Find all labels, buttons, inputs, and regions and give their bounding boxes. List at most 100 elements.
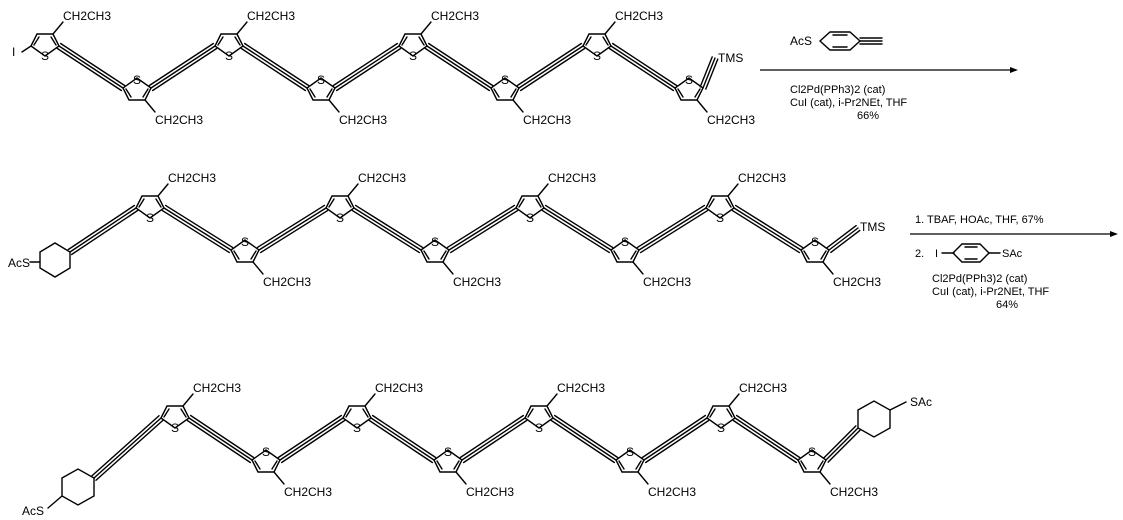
alkyne-bond: [354, 204, 424, 249]
alkyne-bond: [608, 47, 675, 92]
ethyl-label: CH2CH3: [643, 275, 691, 289]
reaction-2-yield: 64%: [996, 299, 1018, 311]
thiophene-outline: [306, 77, 336, 101]
ethyl-bond: [546, 393, 558, 407]
alkyne-bond: [705, 58, 719, 90]
ethyl-label: CH2CH3: [548, 171, 596, 185]
alkyne-bond: [332, 42, 399, 87]
alkyne-bond: [67, 204, 136, 251]
ethyl-bond: [252, 261, 264, 275]
ethyl-label: CH2CH3: [63, 9, 111, 23]
ring-double-bond: [423, 250, 430, 260]
ring-double-bond: [585, 36, 592, 46]
ethyl-label: CH2CH3: [830, 485, 878, 499]
alkyne-bond: [449, 209, 519, 254]
alkyne-bond: [732, 419, 798, 464]
thiophene-ring: S CH2CH3: [490, 73, 571, 127]
ring-double-bond: [817, 460, 824, 470]
alkyne-bond: [279, 417, 344, 461]
ring-double-bond: [618, 460, 625, 470]
thiophene-outline: [325, 195, 355, 219]
thiophene-outline: [398, 33, 428, 57]
sulfur-label: S: [317, 73, 325, 87]
ring-double-bond: [493, 88, 500, 98]
thiophene-ring: S CH2CH3: [706, 381, 787, 435]
acs-label-row3: AcS: [22, 504, 44, 518]
reaction-2-conditions: CuI (cat), i-Pr2NEt, THF: [932, 286, 1049, 298]
alkyne-bond: [95, 419, 164, 481]
reaction-2-sac-label: SAc: [1002, 248, 1023, 260]
thiophene-outline: [490, 77, 520, 101]
ring-double-bond: [328, 198, 335, 208]
ring-double-bond: [635, 460, 642, 470]
alkyne-bond: [370, 417, 435, 461]
ethyl-bond: [537, 183, 549, 197]
alkyne-bond: [259, 209, 329, 254]
reaction-2: 1. TBAF, HOAc, THF, 67% 2. I SAc Cl2Pd(P…: [910, 214, 1118, 311]
ring-double-bond: [345, 198, 352, 208]
ethyl-label: CH2CH3: [168, 171, 216, 185]
ring-double-bond: [677, 88, 684, 98]
sulfur-label: S: [501, 73, 509, 87]
alkyne-bond: [91, 415, 160, 477]
sac-label-row3: SAc: [910, 395, 932, 409]
alkyne-bond: [446, 204, 516, 249]
alkyne-bond: [56, 47, 123, 92]
alkyne-bond: [258, 207, 327, 251]
reaction-1-reagent-ring: [818, 31, 862, 51]
ethyl-bond: [512, 99, 524, 113]
alkyne-bond: [734, 204, 804, 249]
ring-double-bond: [50, 36, 57, 46]
sulfur-label: S: [241, 235, 249, 249]
sulfur-label: S: [593, 49, 601, 63]
alkyne-bond: [553, 414, 619, 459]
alkyne-bond: [544, 204, 614, 249]
alkyne-bond: [151, 47, 218, 92]
alkyne-bond: [70, 209, 139, 256]
ring-double-bond: [234, 36, 241, 46]
thiophene-outline: [230, 239, 260, 263]
alkyne-bond: [427, 42, 494, 87]
alkyne-bond: [424, 47, 491, 92]
alkyne-bond: [610, 45, 676, 89]
thiophene-outline: [342, 405, 372, 429]
ring-double-bond: [820, 250, 827, 260]
ethyl-label: CH2CH3: [523, 113, 571, 127]
ring-double-bond: [138, 198, 145, 208]
ring-double-bond: [518, 198, 525, 208]
ring-double-bond: [726, 408, 733, 418]
ethyl-bond: [728, 393, 740, 407]
alkyne-bond: [186, 419, 252, 464]
sulfur-label: S: [717, 421, 725, 435]
ring-double-bond: [694, 88, 701, 98]
alkyne-bond: [69, 207, 137, 253]
reaction-2-step-1: 1. TBAF, HOAc, THF, 67%: [915, 214, 1044, 226]
ethyl-label: CH2CH3: [739, 381, 787, 395]
sulfur-label: S: [262, 445, 270, 459]
alkyne-bond: [639, 209, 709, 254]
alkyne-bond: [256, 204, 326, 249]
sulfur-label: S: [409, 49, 417, 63]
ring-double-bond: [345, 408, 352, 418]
ring-double-bond: [708, 198, 715, 208]
alkyne-bond: [161, 209, 231, 254]
ring-double-bond: [630, 250, 637, 260]
alkyne-bond: [334, 45, 400, 89]
thiophene-outline: [615, 449, 645, 473]
alkyne-bond: [519, 47, 586, 92]
benzene-ring: [39, 242, 71, 278]
sulfur-label: S: [535, 421, 543, 435]
alkyne-bond: [825, 427, 859, 461]
reaction-2-step-2-prefix: 2.: [915, 248, 924, 260]
alkyne-bond: [351, 209, 421, 254]
reaction-1-reagent-label: AcS: [790, 34, 812, 48]
acs-bond: [47, 495, 63, 509]
alkyne-bond: [823, 425, 857, 459]
